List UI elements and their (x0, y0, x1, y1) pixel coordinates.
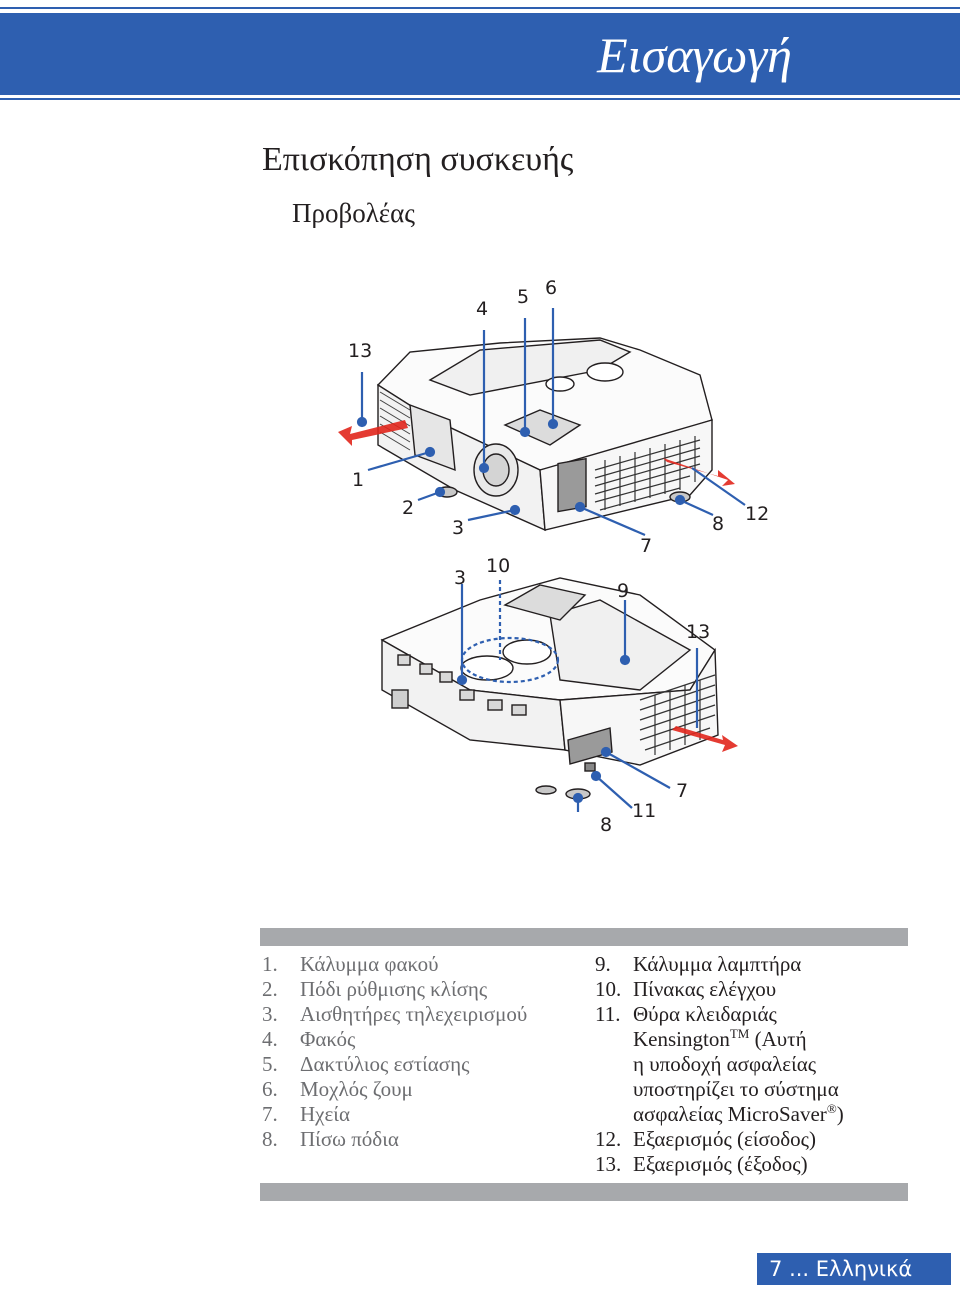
callout-9: 9 (617, 580, 629, 602)
projector-front-view (376, 337, 713, 532)
list-item: 11.Θύρα κλειδαριάς (595, 1002, 777, 1026)
chapter-title: Εισαγωγή (597, 27, 792, 83)
callout-13-top: 13 (348, 340, 372, 362)
callout-lines (356, 308, 746, 812)
callout-3-top: 3 (452, 517, 464, 539)
callout-4: 4 (476, 298, 488, 320)
callout-5: 5 (517, 286, 529, 308)
page-header: Εισαγωγή (0, 0, 960, 103)
list-item: 8.Πίσω πόδια (262, 1127, 399, 1151)
callout-10: 10 (486, 555, 510, 577)
section-title: Επισκόπηση συσκευής (262, 141, 574, 178)
list-item: 6.Μοχλός ζουμ (262, 1077, 413, 1101)
callout-11: 11 (632, 800, 656, 822)
list-item: 1.Κάλυμμα φακού (262, 952, 439, 976)
list-item: 7.Ηχεία (262, 1102, 350, 1126)
page-number: 7 (769, 1257, 783, 1281)
parts-list-left: 1.Κάλυμμα φακού 2.Πόδι ρύθμισης κλίσης 3… (262, 952, 527, 1152)
table-bottom-bar (260, 1183, 908, 1201)
table-top-bar (260, 928, 908, 946)
callout-2: 2 (402, 497, 414, 519)
section-subtitle: Προβολέας (292, 198, 415, 228)
callout-12: 12 (745, 503, 769, 525)
callout-8-top: 8 (712, 513, 724, 535)
header-band (0, 13, 960, 95)
projector-rear-view (380, 577, 719, 800)
projector-illustration: 13 4 5 6 1 2 3 7 8 12 3 10 9 13 8 11 7 (338, 277, 769, 836)
callout-numbers-top: 13 4 5 6 1 2 3 7 8 12 (348, 277, 769, 557)
list-item-continuation: KensingtonTM (Αυτή (633, 1026, 807, 1051)
callout-1: 1 (352, 469, 364, 491)
airflow-arrows (338, 420, 738, 752)
list-item: 3.Αισθητήρες τηλεχειρισμού (262, 1002, 528, 1026)
list-item-continuation: υποστηρίζει το σύστημα (633, 1077, 839, 1101)
list-item: 5.Δακτύλιος εστίασης (262, 1052, 470, 1076)
header-line-bottom (0, 98, 960, 100)
callout-13-bottom: 13 (686, 621, 710, 643)
parts-list-right: 9.Κάλυμμα λαμπτήρα 10.Πίνακας ελέγχου 11… (595, 952, 844, 1177)
list-item: 13.Εξαερισμός (έξοδος) (595, 1152, 808, 1176)
callout-6: 6 (545, 277, 557, 299)
callout-3-bottom: 3 (454, 567, 466, 589)
list-item: 9.Κάλυμμα λαμπτήρα (595, 952, 802, 976)
list-item-continuation: η υποδοχή ασφαλείας (633, 1052, 817, 1076)
list-item: 2.Πόδι ρύθμισης κλίσης (262, 977, 488, 1001)
list-item: 12.Εξαερισμός (είσοδος) (595, 1127, 816, 1151)
callout-7-top: 7 (640, 535, 652, 557)
callout-7-bottom: 7 (676, 780, 688, 802)
list-item: 10.Πίνακας ελέγχου (595, 977, 777, 1001)
footer-language: ... Ελληνικά (789, 1257, 913, 1281)
list-item-continuation: ασφαλείας MicroSaver®) (633, 1101, 844, 1126)
callout-numbers-bottom: 3 10 9 13 8 11 7 (454, 555, 710, 836)
page-footer: 7 ... Ελληνικά (757, 1253, 951, 1285)
callout-8-bottom: 8 (600, 814, 612, 836)
list-item: 4.Φακός (262, 1027, 356, 1051)
header-line-top (0, 7, 960, 9)
